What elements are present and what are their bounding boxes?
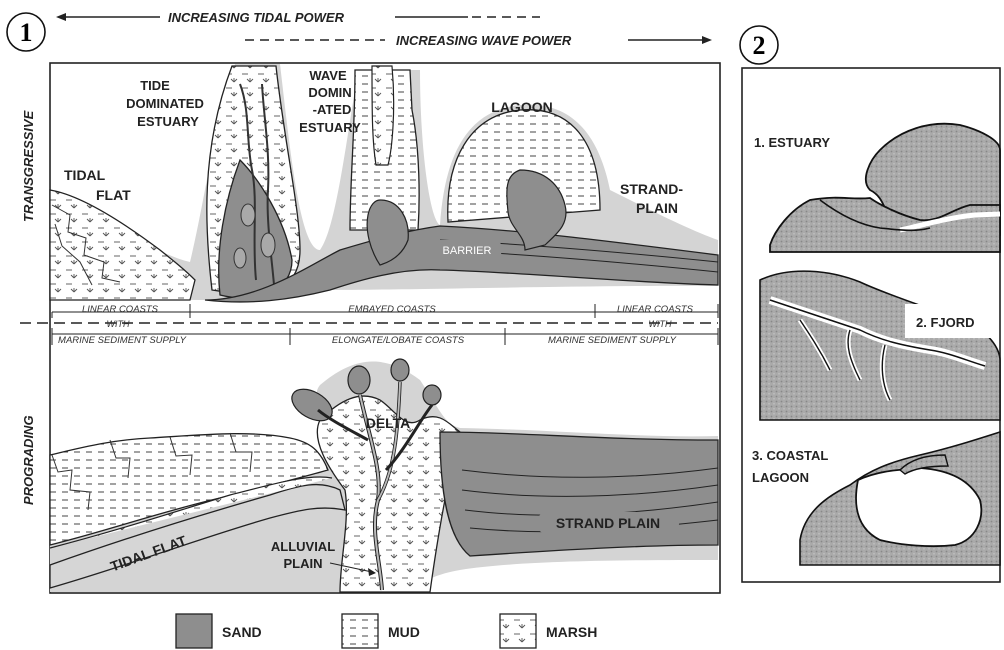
panel2-number-badge: 2 [740,26,778,64]
marine-supply-left-label: MARINE SEDIMENT SUPPLY [58,335,187,346]
tidal-power-arrow: INCREASING TIDAL POWER [56,10,540,25]
panel2-number: 2 [753,31,766,60]
panel1-number: 1 [20,18,33,47]
linear-coasts-right-label: LINEAR COASTS [617,304,694,315]
legend-sand-label: SAND [222,624,262,640]
coastal-lagoon-label-2: LAGOON [752,470,809,485]
panel1-number-badge: 1 [7,13,45,51]
wave-power-label: INCREASING WAVE POWER [396,33,572,48]
alluvial-plain-label-1: ALLUVIAL [271,539,335,554]
with-right-label: WITH [649,319,672,329]
legend-marsh-label: MARSH [546,624,597,640]
legend: SAND MUD MARSH [176,614,597,648]
delta-label: DELTA [366,415,411,431]
legend-marsh-swatch [500,614,536,648]
strand-plain-label-1: STRAND- [620,181,683,197]
marine-supply-right-label: MARINE SEDIMENT SUPPLY [548,335,677,346]
legend-mud-swatch [342,614,378,648]
barrier-label: BARRIER [443,245,492,257]
wave-estuary-label-1: WAVE [309,68,347,83]
embayed-coasts-label: EMBAYED COASTS [348,304,436,315]
prograding-label: PROGRADING [21,415,36,505]
elongate-coasts-label: ELONGATE/LOBATE COASTS [332,335,465,346]
wave-estuary-label-4: ESTUARY [299,120,361,135]
transgressive-label: TRANSGRESSIVE [21,110,36,222]
strand-plain-prograding-label: STRAND PLAIN [556,515,660,531]
tidal-flat-label-2: FLAT [96,187,131,203]
linear-coasts-left-label: LINEAR COASTS [82,304,159,315]
legend-sand-swatch [176,614,212,648]
with-left-label: WITH [107,319,130,329]
tide-estuary-label-2: DOMINATED [126,96,204,111]
strand-plain-label-2: PLAIN [636,200,678,216]
tide-estuary-label-3: ESTUARY [137,114,199,129]
legend-mud-label: MUD [388,624,420,640]
wave-power-arrow: INCREASING WAVE POWER [245,33,712,48]
estuary-label: 1. ESTUARY [754,135,830,150]
tidal-flat-label-1: TIDAL [64,167,106,183]
lagoon-label: LAGOON [491,99,552,115]
wave-estuary-label-2: DOMIN [308,85,351,100]
coastal-lagoon-label-1: 3. COASTAL [752,448,828,463]
alluvial-plain-label-2: PLAIN [284,556,323,571]
tide-estuary-label-1: TIDE [140,78,170,93]
wave-estuary-label-3: -ATED [313,102,352,117]
fjord-label: 2. FJORD [916,315,975,330]
tidal-power-label: INCREASING TIDAL POWER [168,10,345,25]
